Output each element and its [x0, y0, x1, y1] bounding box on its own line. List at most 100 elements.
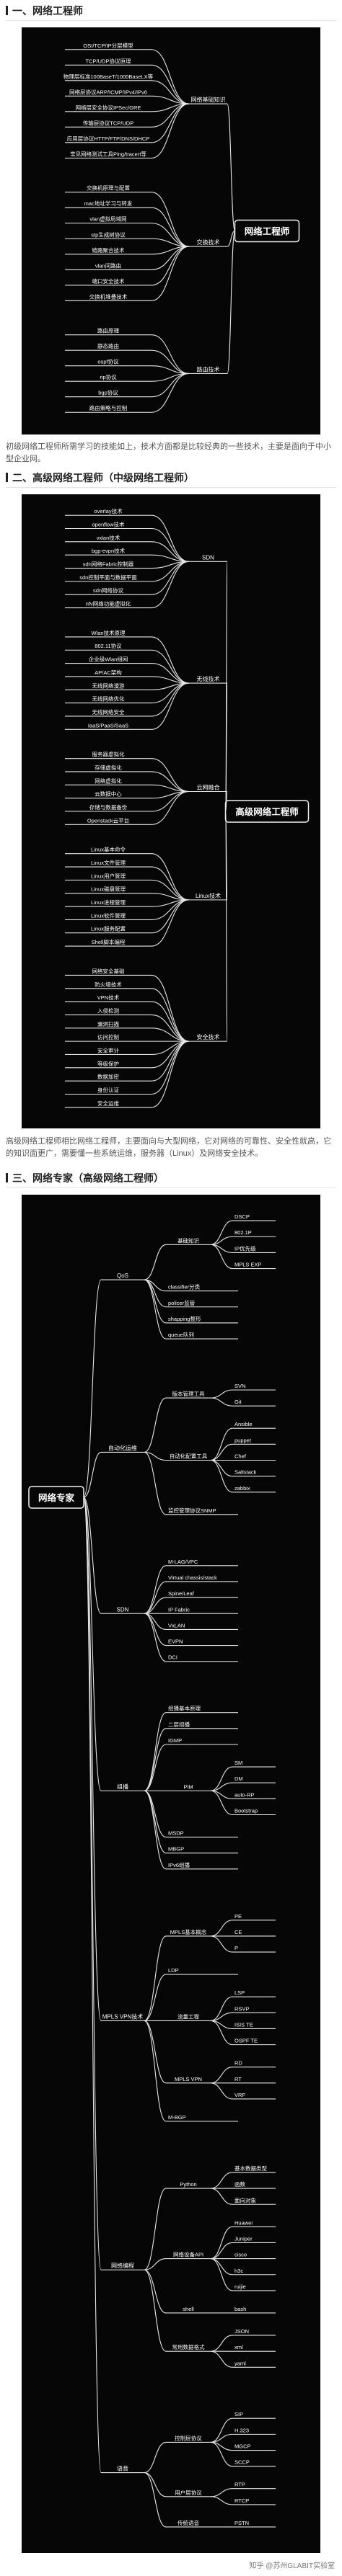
node-label: 云数据中心 — [95, 790, 122, 798]
connector-line — [210, 1459, 233, 1477]
connector-line — [83, 1279, 102, 1498]
node-label: Chef — [234, 1453, 247, 1460]
node-label: Virtual chassis/stack — [168, 1574, 217, 1581]
connector-line — [151, 80, 190, 104]
connector-line — [151, 561, 190, 595]
connector-line — [227, 103, 236, 232]
node-label: 传统语音 — [177, 2519, 199, 2526]
node-label: 端口安全技术 — [92, 277, 125, 285]
connector-line — [83, 1497, 102, 2270]
node-label: MGCP — [234, 2443, 251, 2450]
connector-line — [144, 1451, 167, 1515]
node-label: RSVP — [234, 2005, 249, 2012]
node-label: Linux技术 — [196, 892, 221, 899]
section-title-text: 二、高级网络工程师（中级网络工程师） — [12, 472, 194, 483]
connector-line — [210, 1782, 233, 1791]
connector-line — [144, 2269, 167, 2314]
node-label: vlan虚拟局域网 — [89, 215, 126, 223]
node-label: MPLS基本概念 — [170, 1928, 207, 1935]
node-label: 基础知识 — [177, 1236, 199, 1244]
node-label: Shell脚本编程 — [92, 938, 126, 945]
node-label: RD — [234, 2060, 242, 2067]
node-label: IGMP — [168, 1737, 182, 1744]
node-label: 语音 — [117, 2465, 128, 2472]
connector-line — [210, 1459, 233, 1493]
node-label: ospf协议 — [97, 358, 119, 365]
connector-line — [151, 1040, 190, 1069]
node-label: 无线网络优化 — [92, 695, 125, 703]
connector-line — [144, 1613, 167, 1646]
node-label: 无线技术 — [197, 675, 220, 682]
node-label: 数据加密 — [97, 1073, 119, 1080]
node-label: Linux用户管理 — [91, 872, 126, 879]
connector-line — [210, 2020, 233, 2046]
connector-line — [210, 2082, 233, 2100]
node-label: 存储虚拟化 — [95, 764, 122, 771]
node-label: 二层组播 — [168, 1721, 190, 1728]
node-label: 无线网络安全 — [92, 708, 125, 716]
node-label: P — [234, 1945, 238, 1951]
node-label: PSTN — [234, 2520, 249, 2526]
connector-line — [210, 2350, 233, 2368]
node-label: 网络层安全协议IPSec/GRE — [76, 104, 141, 111]
node-label: Linux进程管理 — [91, 899, 126, 906]
connector-line — [151, 1001, 190, 1042]
connector-line — [210, 1397, 233, 1407]
node-label: cisco — [234, 2252, 247, 2258]
connector-line — [83, 1451, 102, 1498]
node-label: 存储与数据备份 — [89, 803, 128, 811]
node-label: MSDP — [168, 1830, 184, 1837]
node-label: QoS — [117, 1273, 128, 1279]
node-label: auto-RP — [234, 1791, 255, 1798]
connector-line — [144, 1790, 167, 1870]
node-label: bgp-evpn技术 — [92, 547, 126, 554]
node-label: bash — [234, 2306, 246, 2312]
connector-line — [224, 790, 228, 812]
connector-line — [151, 334, 190, 375]
node-label: M-LAG/VPC — [168, 1559, 198, 1565]
node-label: OSPF TE — [234, 2038, 258, 2044]
node-label: 路由技术 — [197, 365, 220, 373]
node-label: 版本管理工具 — [172, 1390, 205, 1397]
node-label: JSON — [234, 2328, 249, 2335]
node-label: Linux磁盘管理 — [91, 886, 126, 893]
node-label: bgp协议 — [98, 389, 118, 396]
connector-line — [210, 2258, 233, 2276]
node-label: RTCP — [234, 2497, 249, 2504]
footer-watermark: 知乎 @苏州GLABIT实验室 — [249, 2562, 336, 2570]
node-label: 路由原理 — [97, 327, 119, 334]
connector-line — [144, 2188, 167, 2270]
section-title-text: 三、网络专家（高级网络工程师） — [12, 1172, 164, 1184]
node-label: classifier分类 — [168, 1283, 201, 1291]
node-label: RT — [234, 2076, 242, 2082]
connector-line — [151, 373, 190, 398]
connector-line — [151, 192, 190, 247]
connector-line — [210, 2441, 233, 2467]
connector-line — [227, 230, 235, 247]
root-node-label: 网络专家 — [38, 1492, 75, 1503]
connector-line — [151, 1040, 190, 1108]
connector-line — [144, 1451, 167, 1461]
node-label: 用户层协议 — [175, 2489, 202, 2496]
connector-line — [144, 1744, 167, 1791]
node-label: stp生成树协议 — [91, 231, 126, 238]
node-label: 应用层协议HTTP/FTP/DNS/DHCP — [67, 135, 150, 142]
connector-line — [210, 2496, 233, 2505]
node-label: OSI/TCP/IP分层模型 — [83, 42, 133, 49]
root-node-label: 网络工程师 — [245, 226, 290, 237]
connector-line — [210, 1996, 233, 2021]
node-label: 网络虚拟化 — [95, 777, 122, 784]
node-label: vxlan技术 — [97, 534, 120, 541]
connector-line — [210, 1389, 233, 1399]
node-label: 监控管理协议SNMP — [168, 1507, 216, 1514]
node-label: queue队列 — [168, 1331, 194, 1338]
node-label: overlay技术 — [94, 507, 123, 514]
node-label: PE — [234, 1913, 242, 1920]
node-label: VRF — [234, 2092, 245, 2098]
connector-line — [144, 1728, 167, 1791]
node-label: 防火墙技术 — [95, 981, 122, 988]
node-label: sdn控制平面与数据平面 — [79, 574, 137, 581]
node-label: 基本数据类型 — [234, 2165, 267, 2172]
